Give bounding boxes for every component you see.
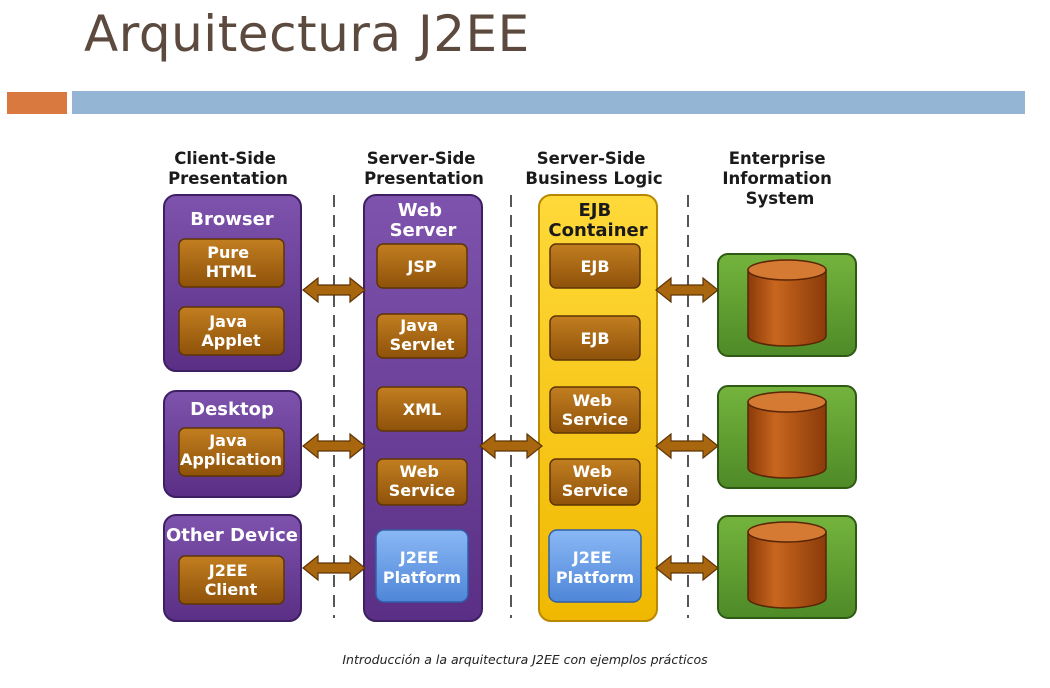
accent-bar-orange [7, 92, 67, 114]
database-cylinder-icon [747, 259, 827, 347]
web-service-box [376, 458, 468, 506]
accent-bar-blue [72, 91, 1025, 114]
j2ee-client-box [178, 555, 285, 605]
ejb-web-service-label-2: Web Service [562, 462, 629, 500]
ejb-box-2 [549, 315, 641, 361]
ejb-web-service-label-1: Web Service [562, 391, 629, 429]
eis-database-3 [717, 515, 857, 619]
database-cylinder-icon [747, 521, 827, 609]
desktop-title: Desktop [190, 399, 274, 420]
java-servlet-label: Java Servlet [390, 316, 455, 354]
web-j2ee-platform-label: J2EE Platform [383, 548, 461, 587]
figure-caption: Introducción a la arquitectura J2EE con … [342, 652, 708, 667]
double-headed-arrow-icon [655, 432, 719, 460]
java-application-box [178, 427, 285, 477]
double-headed-arrow-icon [302, 554, 366, 582]
ejb-label-1: EJB [580, 257, 609, 276]
header-client-side-presentation: Client-Side Presentation [168, 149, 288, 188]
ejb-label-2: EJB [580, 329, 609, 348]
eis-database-2 [717, 385, 857, 489]
java-servlet-box [376, 313, 468, 359]
header-enterprise-information-system: Enterprise Information System [722, 149, 837, 208]
jsp-label: JSP [406, 257, 436, 276]
java-application-label: Java Application [180, 431, 282, 469]
header-server-side-business-logic: Server-Side Business Logic [525, 149, 662, 188]
java-applet-label: Java Applet [201, 312, 261, 350]
header-server-side-presentation: Server-Side Presentation [364, 149, 484, 188]
ejb-web-service-box-1 [549, 386, 641, 434]
ejb-web-service-box-2 [549, 458, 641, 506]
ejb-box-1 [549, 243, 641, 289]
double-headed-arrow-icon [302, 276, 366, 304]
double-headed-arrow-icon [302, 432, 366, 460]
ejb-container-title: EJB Container [548, 200, 647, 241]
web-server-title: Web Server [390, 200, 457, 241]
double-headed-arrow-icon [655, 554, 719, 582]
slide-title: Arquitectura J2EE [84, 5, 530, 63]
j2ee-client-label: J2EE Client [205, 561, 258, 599]
java-applet-box [178, 306, 285, 356]
other-device-title: Other Device [166, 525, 298, 546]
double-headed-arrow-icon [479, 432, 543, 460]
ejb-j2ee-platform-label: J2EE Platform [556, 548, 634, 587]
database-cylinder-icon [747, 391, 827, 479]
xml-label: XML [403, 400, 441, 419]
pure-html-box [178, 238, 285, 288]
web-j2ee-platform-box [375, 529, 469, 603]
double-headed-arrow-icon [655, 276, 719, 304]
browser-title: Browser [190, 209, 274, 230]
xml-box [376, 386, 468, 432]
web-service-label: Web Service [389, 462, 456, 500]
pure-html-label: Pure HTML [206, 243, 256, 281]
eis-database-1 [717, 253, 857, 357]
ejb-j2ee-platform-box [548, 529, 642, 603]
jsp-box [376, 243, 468, 289]
